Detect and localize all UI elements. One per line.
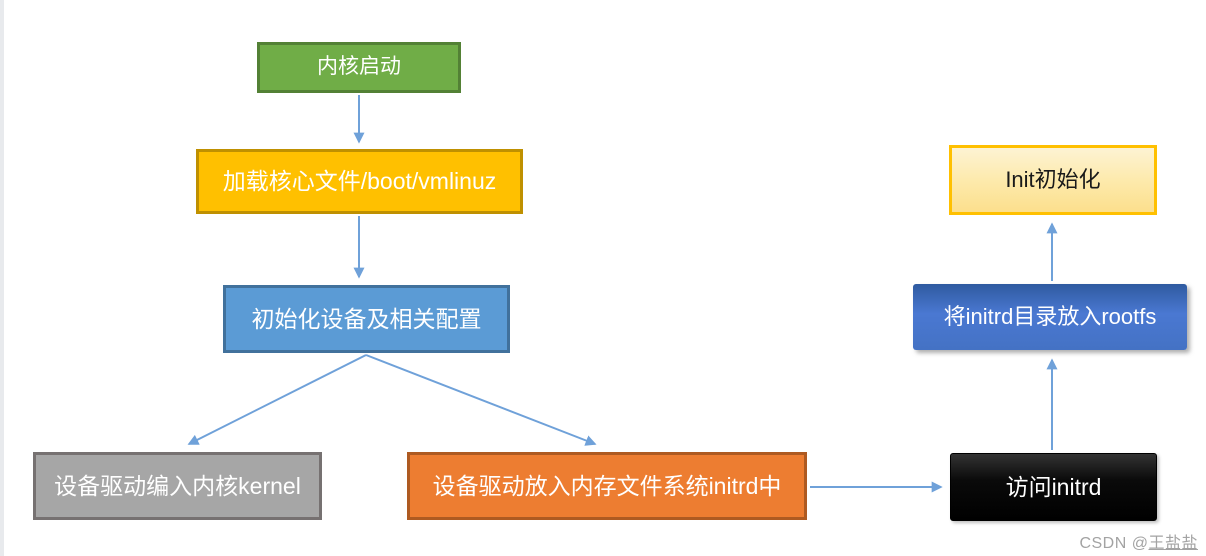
watermark-prefix: CSDN @ (1079, 535, 1149, 552)
node-access-initrd: 访问initrd (950, 453, 1157, 521)
arrow-init-to-kernel-drv (187, 354, 367, 445)
node-kernel-start: 内核启动 (257, 42, 461, 93)
node-driver-kernel: 设备驱动编入内核kernel (33, 452, 322, 520)
watermark: CSDN @王盐盐 (1079, 529, 1198, 553)
node-init-devices: 初始化设备及相关配置 (223, 285, 510, 353)
watermark-name: 王盐盐 (1148, 535, 1198, 552)
arrow-init-to-initrd-drv (365, 354, 597, 446)
node-initrd-rootfs: 将initrd目录放入rootfs (913, 284, 1187, 350)
node-init-initialize: Init初始化 (949, 145, 1157, 215)
node-load-vmlinuz: 加载核心文件/boot/vmlinuz (196, 149, 523, 214)
node-driver-initrd: 设备驱动放入内存文件系统initrd中 (407, 452, 807, 520)
left-edge-strip (0, 0, 4, 556)
